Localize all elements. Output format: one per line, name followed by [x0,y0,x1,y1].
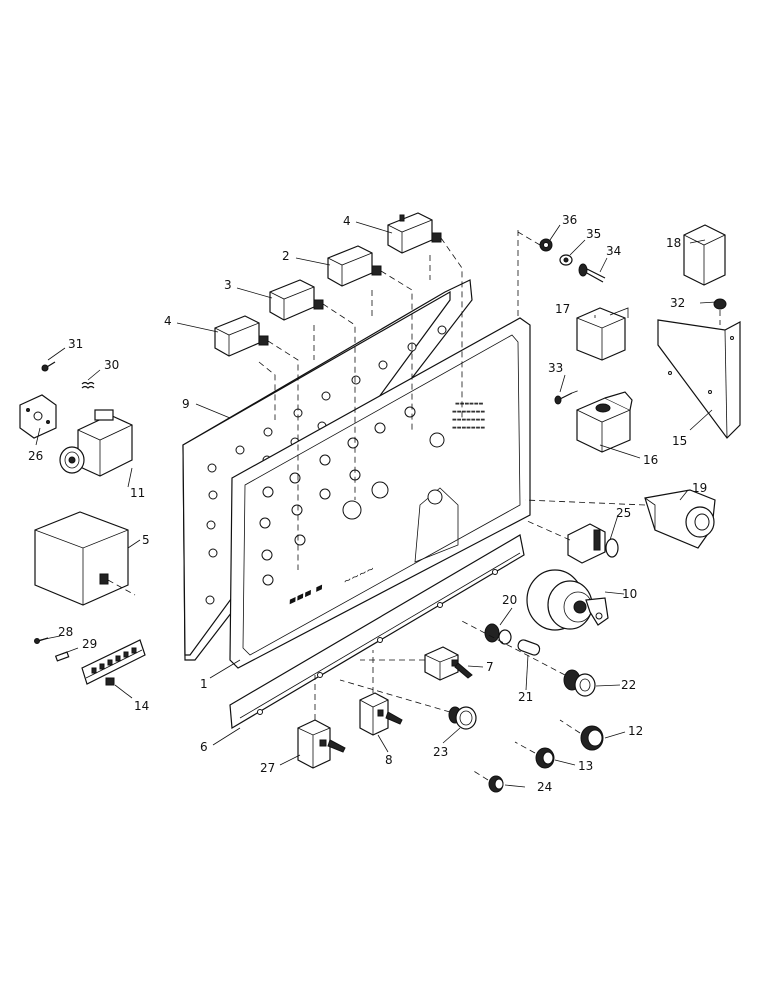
callout-9: 9 [182,397,190,411]
callout-1: 1 [200,677,208,691]
lamp-housing-11 [59,409,133,477]
callout-29: 29 [82,637,97,651]
toggle-switch-27 [297,675,346,769]
breaker-3 [269,279,324,321]
callout-20: 20 [502,593,517,607]
callout-22: 22 [621,678,636,692]
breaker-2 [327,245,382,287]
indicator-20 [484,623,512,645]
svg-text:▬▬▬▬▬▬▬: ▬▬▬▬▬▬▬ [452,409,485,415]
screw-33 [554,389,581,405]
callout-4-top: 4 [343,214,351,228]
callout-18: 18 [666,236,681,250]
svg-text:▬▬▬▬▬▬: ▬▬▬▬▬▬ [455,401,484,407]
lens-24 [471,769,504,793]
callout-35: 35 [586,227,601,241]
callout-36: 36 [562,213,577,227]
socket-26 [19,394,57,439]
screw-31 [41,361,56,372]
push-button-22 [459,619,596,697]
callout-33: 33 [548,361,563,375]
callout-31: 31 [68,337,83,351]
push-button-23 [339,679,477,730]
breaker-guide-lines [258,237,463,570]
spring-30 [81,381,95,389]
face-plate-1: ▬▬▬▬▬▬ ▬▬▬▬▬▬▬ ▬▬▬▬▬▬▬ ▬▬▬▬▬▬▬ ▰▰▰ ▰ ∼∼∼… [229,317,531,669]
relay-17 [576,307,629,361]
callout-30: 30 [104,358,119,372]
svg-text:▬▬▬▬▬▬▬: ▬▬▬▬▬▬▬ [452,425,485,431]
callout-23: 23 [433,745,448,759]
callout-16: 16 [643,453,658,467]
callout-labels: 1 2 3 4 4 5 6 7 8 9 10 11 12 13 14 15 16… [28,213,707,794]
callout-7: 7 [486,660,494,674]
terminal-strip-group [34,637,146,686]
toggle-switch-8 [359,650,403,736]
callout-26: 26 [28,449,43,463]
callout-12: 12 [628,724,643,738]
callout-34: 34 [606,244,621,258]
key-switch-10 [526,569,609,631]
mounting-strip-6 [229,534,525,730]
cover-18 [683,224,726,286]
lamp-21 [517,639,541,656]
callout-15: 15 [672,434,687,448]
callout-19: 19 [692,481,707,495]
callout-8: 8 [385,753,393,767]
callout-28: 28 [58,625,73,639]
lens-13 [514,741,555,769]
breaker-4-top [387,212,442,254]
lens-12 [559,719,604,751]
indicator-light-assembly [19,361,133,477]
enclosure-box-5 [34,511,136,606]
callout-4-left: 4 [164,314,172,328]
callout-25: 25 [616,506,631,520]
callout-6: 6 [200,740,208,754]
breaker-4-left [214,315,269,357]
terminal-strip-14 [81,639,146,686]
connector-25 [524,519,619,564]
nut-32 [713,298,727,325]
callout-5: 5 [142,533,150,547]
callout-11: 11 [130,486,145,500]
callout-3: 3 [224,278,232,292]
screw-34 [578,263,606,283]
callout-24: 24 [537,780,552,794]
rivet-29 [54,651,70,662]
relay-base-16 [576,391,633,453]
callout-32: 32 [670,296,685,310]
washer-35 [559,254,573,266]
washer-36 [539,238,553,252]
callout-27: 27 [260,761,275,775]
callout-13: 13 [578,759,593,773]
mounting-bracket-15 [657,319,741,439]
callout-10: 10 [622,587,637,601]
callout-17: 17 [555,302,570,316]
callout-2: 2 [282,249,290,263]
callout-14: 14 [134,699,149,713]
fasteners-top-right [517,230,606,320]
callout-21: 21 [518,690,533,704]
bracket-19 [524,489,716,549]
toggle-switch-7 [360,646,473,681]
leader-lines [35,221,717,788]
circuit-breakers [214,212,442,357]
svg-text:▬▬▬▬▬▬▬: ▬▬▬▬▬▬▬ [452,417,485,423]
